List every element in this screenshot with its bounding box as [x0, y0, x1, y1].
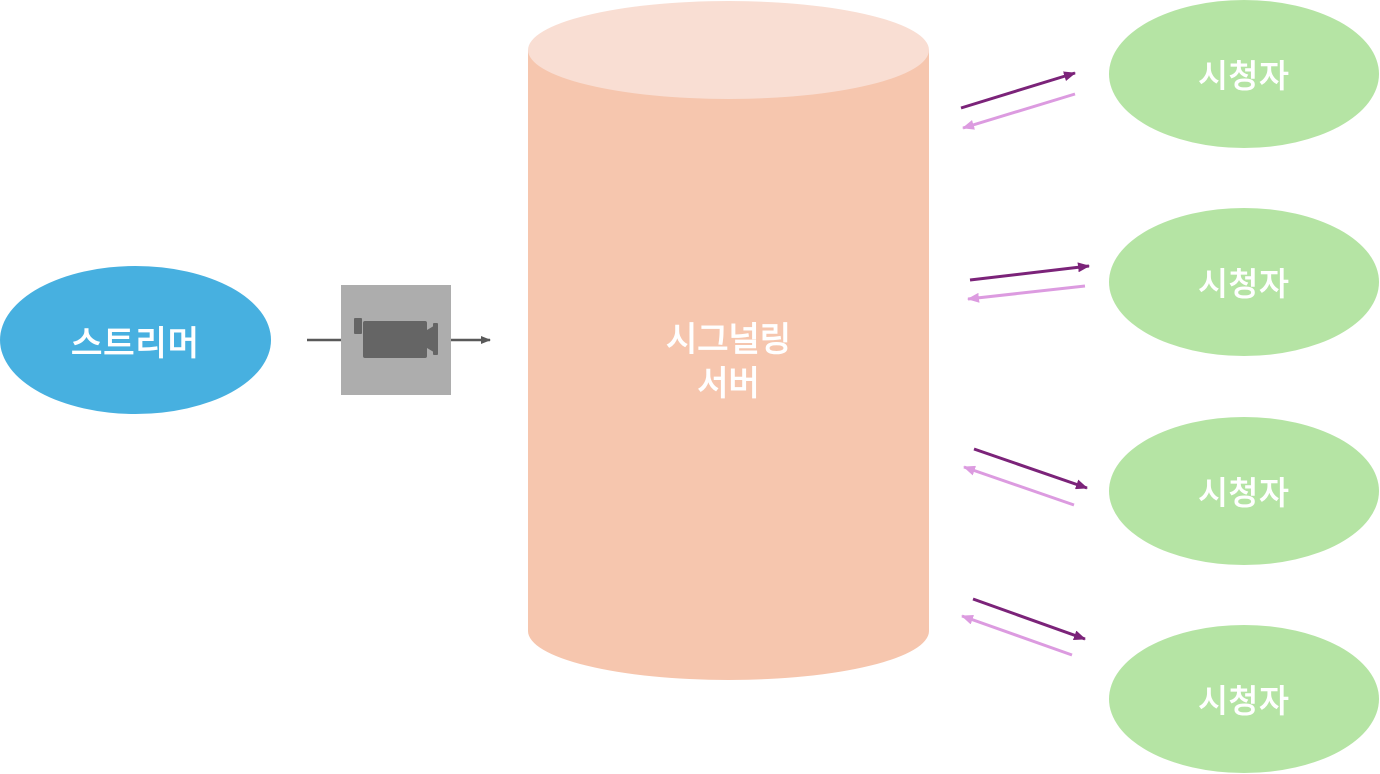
viewer-label: 시청자 [1198, 57, 1290, 95]
viewer-node: 시청자 [1109, 625, 1379, 773]
server-to-viewer-1-arrow [960, 71, 1076, 110]
server-label-line-2: 서버 [697, 364, 760, 404]
server-label: 시그널링 서버 [527, 318, 930, 406]
viewer-4-to-server-arrow [961, 614, 1073, 657]
server-to-viewer-2-arrow [969, 262, 1090, 282]
viewer-node: 시청자 [1109, 208, 1379, 356]
server-label-line-1: 시그널링 [665, 320, 792, 360]
server-cylinder-top [528, 1, 929, 99]
streamer-node: 스트리머 [0, 266, 271, 414]
viewer-node: 시청자 [1109, 0, 1379, 148]
viewer-label: 시청자 [1198, 474, 1290, 512]
server-to-viewer-3-arrow [973, 447, 1088, 490]
viewer-label: 시청자 [1198, 682, 1290, 720]
server-to-viewer-4-arrow [972, 597, 1086, 641]
server-cylinder-body [528, 50, 929, 680]
server-cylinder [528, 1, 929, 680]
viewer-3-to-server-arrow [963, 465, 1075, 507]
viewer-label: 시청자 [1198, 265, 1290, 303]
camera-box [341, 285, 451, 395]
signaling-server-node: 시그널링 서버 [527, 0, 930, 681]
streamer-label: 스트리머 [70, 323, 201, 364]
viewer-1-to-server-arrow [962, 92, 1076, 130]
video-camera-icon [341, 285, 451, 395]
video-camera-glyph [354, 318, 438, 358]
viewer-2-to-server-arrow [967, 284, 1086, 303]
viewer-node: 시청자 [1109, 417, 1379, 565]
